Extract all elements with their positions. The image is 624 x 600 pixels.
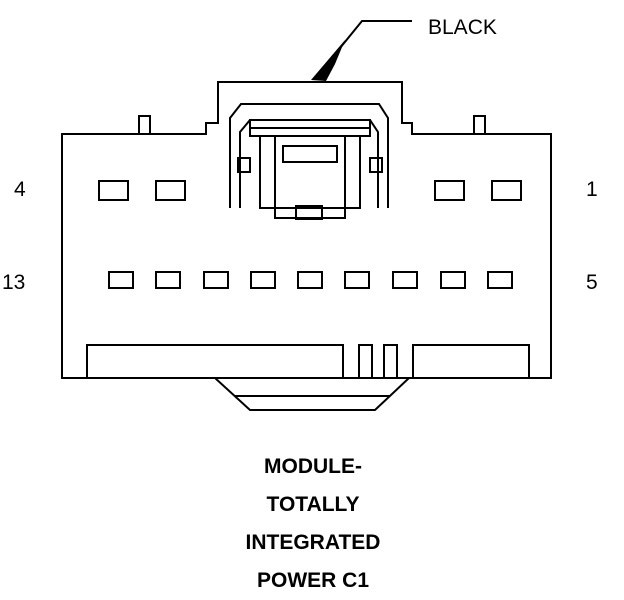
pin-label-bottom-left: 13 <box>2 271 25 294</box>
bottom-slot-center-b <box>383 344 398 379</box>
caption-line-1: MODULE- <box>264 455 362 478</box>
pin-cavity-3 <box>155 180 186 201</box>
color-callout: BLACK <box>311 16 497 81</box>
pin-cavity-8 <box>344 271 370 289</box>
pin-cavity-10 <box>250 271 276 289</box>
pin-cavity-5 <box>487 271 513 289</box>
middle-row-pins <box>108 271 513 289</box>
latch <box>229 103 389 220</box>
connector-body <box>61 81 552 411</box>
caption-line-3: INTEGRATED <box>246 531 381 554</box>
pin-cavity-2 <box>434 180 465 201</box>
pin-cavity-4 <box>98 180 129 201</box>
pin-cavity-1 <box>491 180 522 201</box>
color-label: BLACK <box>428 16 497 39</box>
pin-cavity-7 <box>392 271 418 289</box>
top-row-pins <box>98 180 522 201</box>
bottom-slot-right <box>412 344 530 379</box>
pin-cavity-11 <box>203 271 229 289</box>
caption-line-2: TOTALLY <box>267 493 360 516</box>
pin-label-bottom-right: 5 <box>586 271 598 294</box>
pin-label-top-left: 4 <box>14 178 26 201</box>
caption: MODULE- TOTALLY INTEGRATED POWER C1 <box>246 455 381 592</box>
bottom-slot-center-a <box>358 344 373 379</box>
pin-cavity-6 <box>440 271 466 289</box>
pin-cavity-9 <box>297 271 323 289</box>
callout-arrowhead <box>311 40 345 81</box>
pin-label-top-right: 1 <box>586 178 598 201</box>
pin-cavity-13 <box>108 271 134 289</box>
caption-line-4: POWER C1 <box>257 569 369 592</box>
bottom-slots <box>86 344 530 379</box>
bottom-slot-left <box>86 344 344 379</box>
pin-cavity-12 <box>155 271 181 289</box>
